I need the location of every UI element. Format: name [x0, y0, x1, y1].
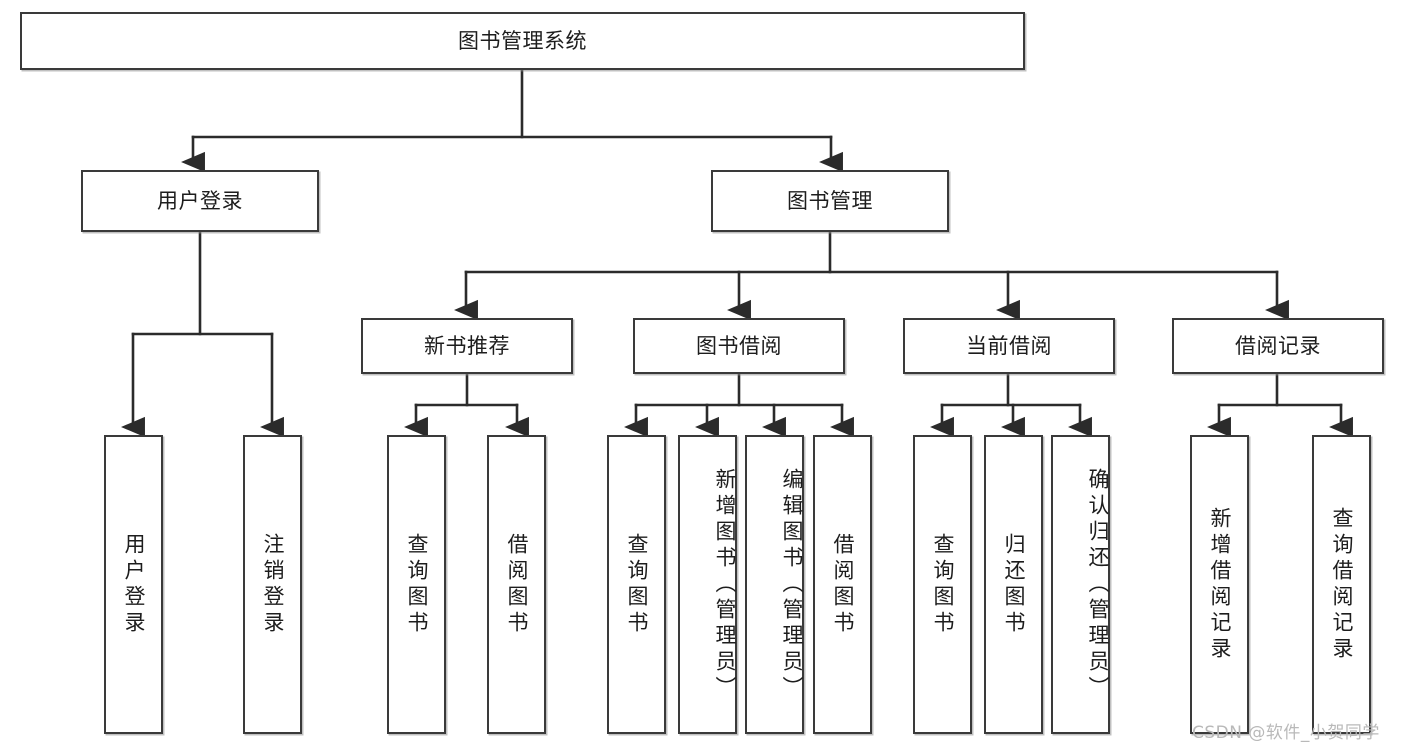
leaf-logout[interactable]: 注销登录 [243, 435, 302, 734]
node-label: 图书管理系统 [458, 28, 587, 53]
csdn-watermark: CSDN @软件_小贺同学 [1192, 723, 1380, 743]
node-label: 归还图书 [1002, 532, 1026, 637]
node-label: 新书推荐 [424, 333, 510, 358]
leaf-confirm-return-admin[interactable]: 确认归还（管理员） [1051, 435, 1110, 734]
node-current-borrowing[interactable]: 当前借阅 [903, 318, 1115, 374]
leaf-add-book-admin[interactable]: 新增图书（管理员） [678, 435, 737, 734]
leaf-query-book-current[interactable]: 查询图书 [913, 435, 972, 734]
node-label: 图书借阅 [696, 333, 782, 358]
node-borrowing-records[interactable]: 借阅记录 [1172, 318, 1384, 374]
node-label: 确认归还（管理员） [1086, 467, 1110, 702]
leaf-borrow-book-borrowing[interactable]: 借阅图书 [813, 435, 872, 734]
node-label: 借阅记录 [1235, 333, 1321, 358]
leaf-query-book-newbook[interactable]: 查询图书 [387, 435, 446, 734]
leaf-borrow-book-newbook[interactable]: 借阅图书 [487, 435, 546, 734]
node-label: 编辑图书（管理员） [780, 467, 804, 702]
node-new-book-recommendation[interactable]: 新书推荐 [361, 318, 573, 374]
node-label: 查询图书 [931, 532, 955, 637]
node-label: 注销登录 [261, 532, 285, 637]
node-label: 借阅图书 [505, 532, 529, 637]
node-book-management-system[interactable]: 图书管理系统 [20, 12, 1025, 70]
node-label: 查询图书 [405, 532, 429, 637]
node-book-management[interactable]: 图书管理 [711, 170, 949, 232]
leaf-edit-book-admin[interactable]: 编辑图书（管理员） [745, 435, 804, 734]
leaf-add-borrowing-record[interactable]: 新增借阅记录 [1190, 435, 1249, 734]
node-label: 借阅图书 [831, 532, 855, 637]
leaf-user-login[interactable]: 用户登录 [104, 435, 163, 734]
node-label: 用户登录 [157, 188, 243, 213]
node-label: 查询借阅记录 [1330, 506, 1354, 663]
node-label: 当前借阅 [966, 333, 1052, 358]
leaf-return-book[interactable]: 归还图书 [984, 435, 1043, 734]
node-label: 用户登录 [122, 532, 146, 637]
node-label: 新增图书（管理员） [713, 467, 737, 702]
node-label: 新增借阅记录 [1208, 506, 1232, 663]
node-user-login[interactable]: 用户登录 [81, 170, 319, 232]
node-label: 查询图书 [625, 532, 649, 637]
leaf-query-book-borrowing[interactable]: 查询图书 [607, 435, 666, 734]
leaf-query-borrowing-record[interactable]: 查询借阅记录 [1312, 435, 1371, 734]
node-book-borrowing[interactable]: 图书借阅 [633, 318, 845, 374]
node-label: 图书管理 [787, 188, 873, 213]
